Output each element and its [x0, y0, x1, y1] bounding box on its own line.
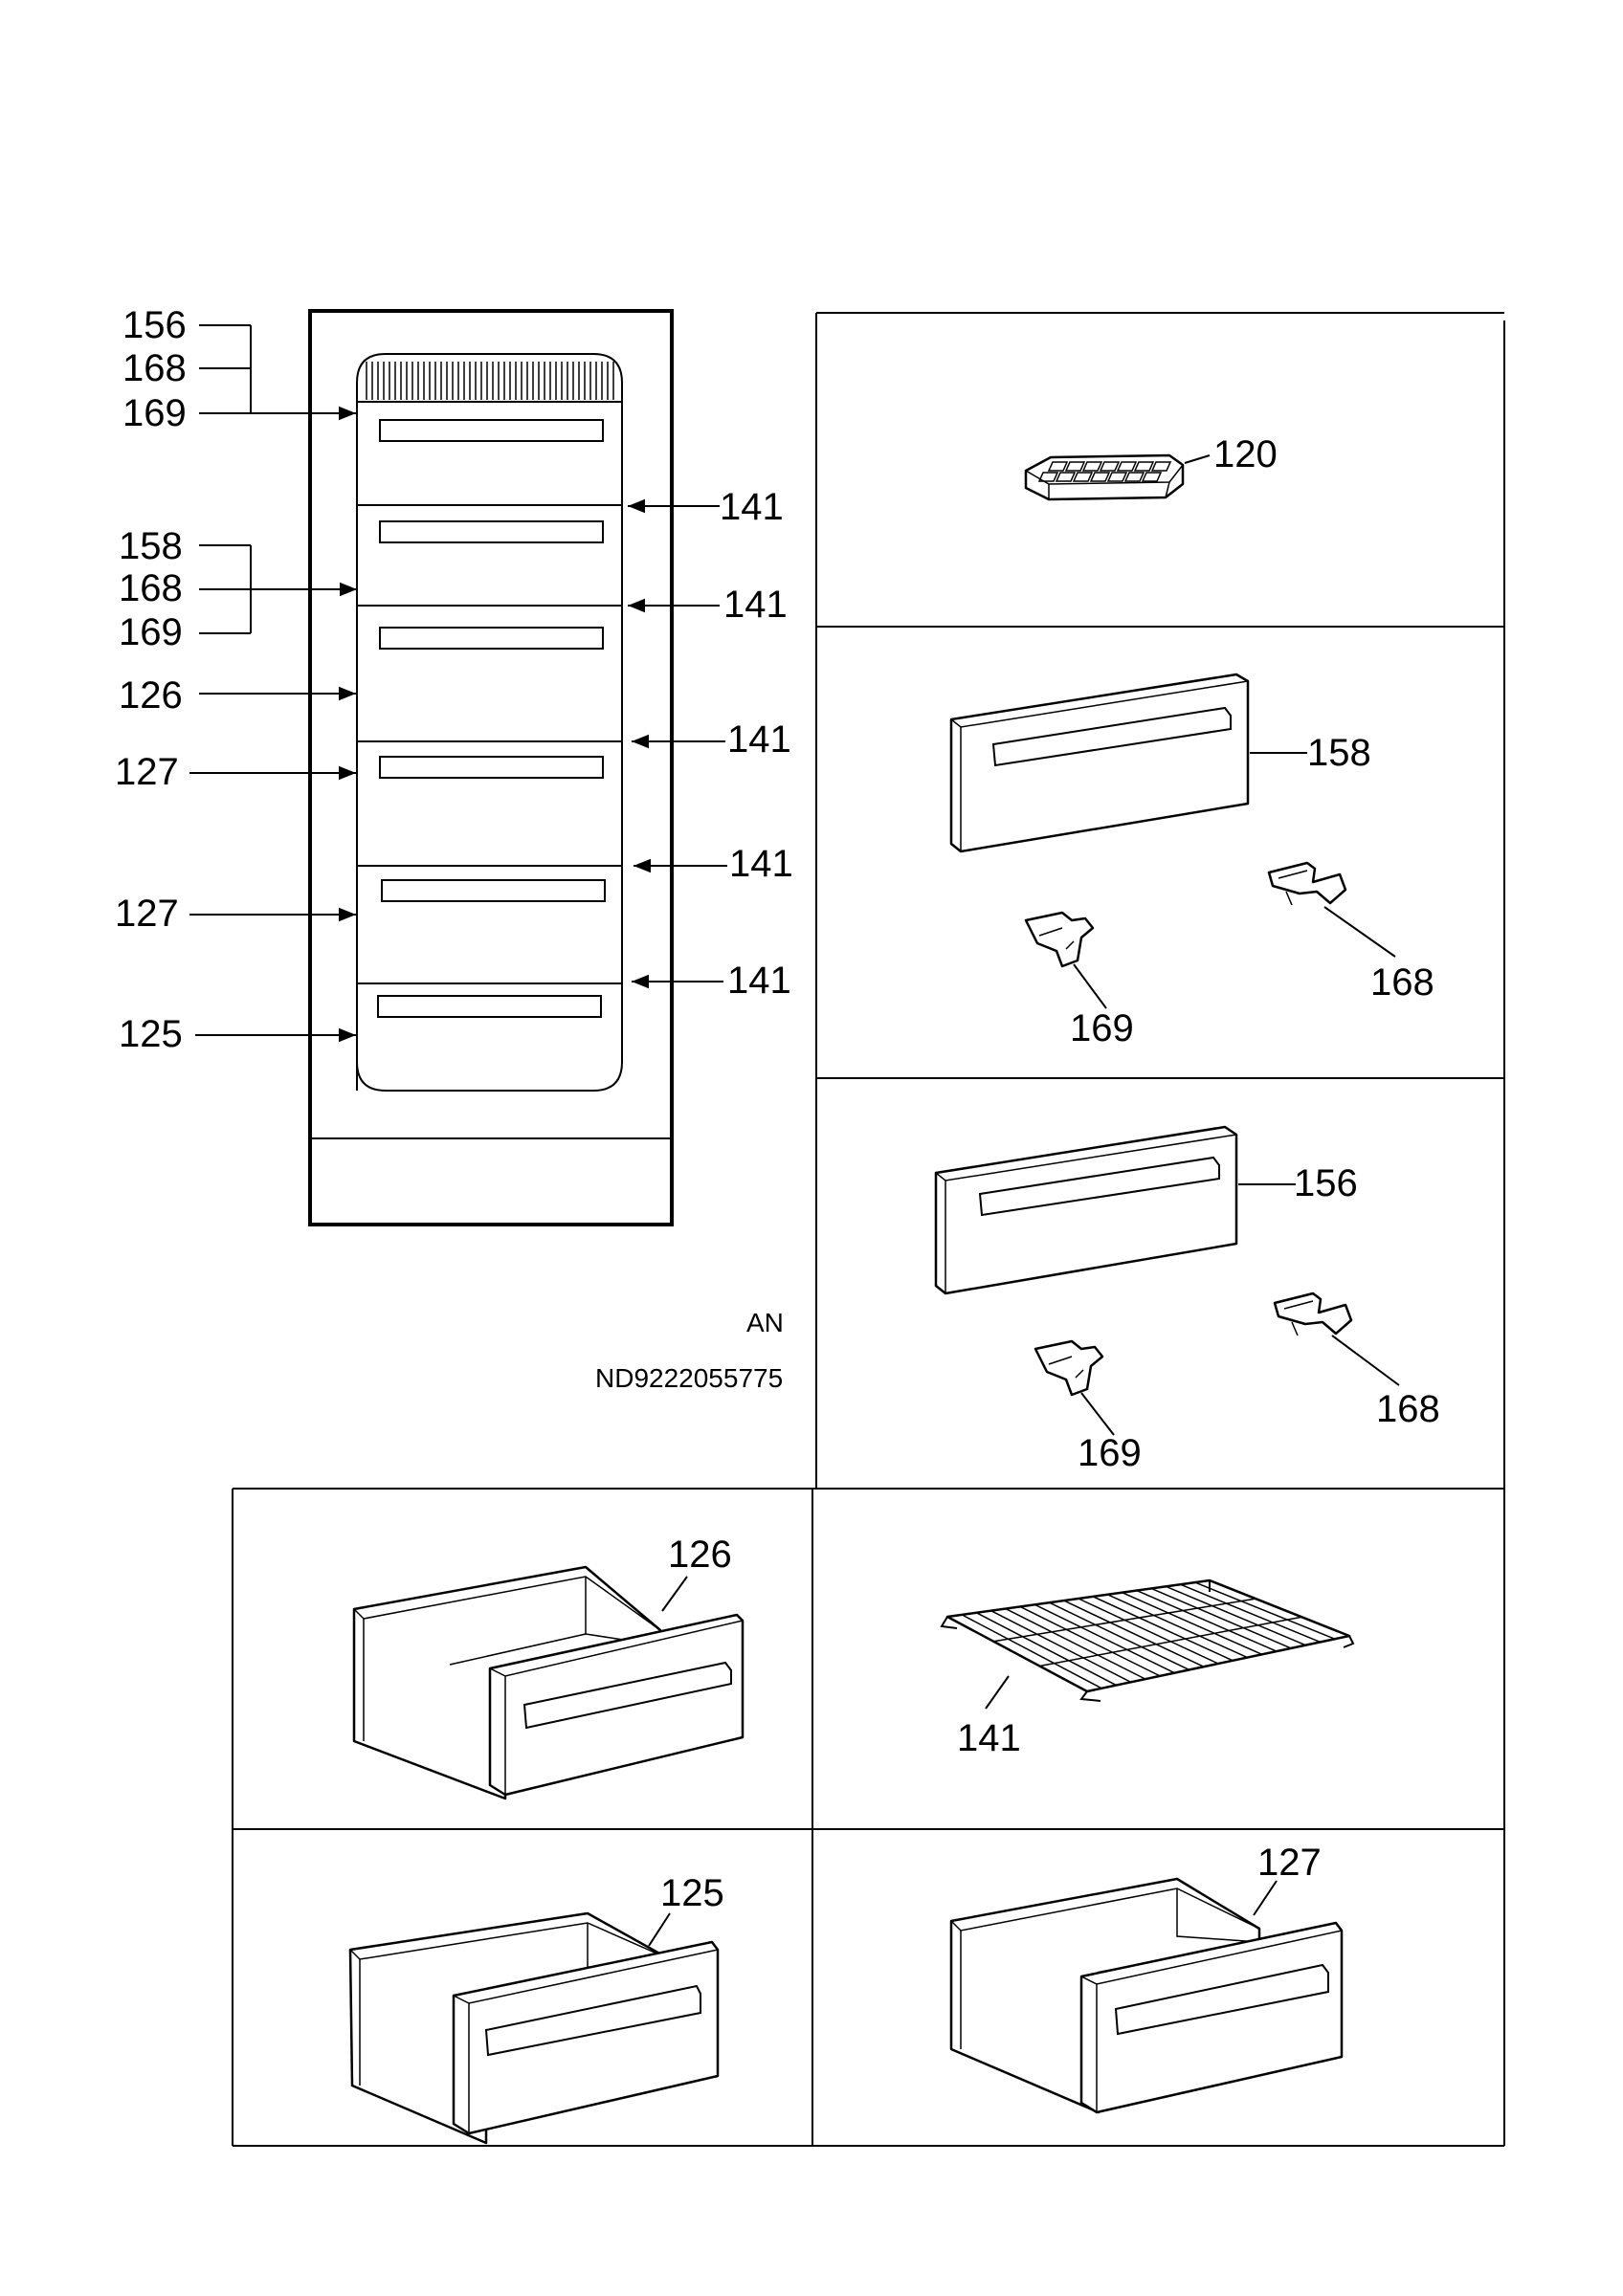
document-code: ND9222055775 — [595, 1363, 783, 1393]
shelf-callout-2: 141 — [723, 584, 788, 626]
language-code: AN — [746, 1308, 784, 1337]
callout-168-mid: 168 — [119, 567, 183, 609]
shelf-callout-5: 141 — [727, 960, 791, 1002]
shelf-callout-1: 141 — [720, 486, 784, 528]
callout-169-top: 169 — [122, 392, 187, 434]
flap-handle-156 — [379, 419, 604, 442]
callout-169-mid: 169 — [119, 611, 183, 653]
panel-shelf-141: 141 — [940, 1578, 1355, 1759]
flap-handle-158 — [379, 520, 604, 543]
shelf-callout-3: 141 — [727, 718, 791, 761]
label-168-b: 168 — [1376, 1388, 1440, 1430]
label-127: 127 — [1257, 1842, 1322, 1884]
callout-156: 156 — [122, 304, 187, 346]
shelf-callout-4: 141 — [729, 843, 793, 885]
drawer-handle-126 — [379, 627, 604, 650]
callout-158: 158 — [119, 525, 183, 567]
label-120: 120 — [1213, 433, 1278, 475]
panel-drawer-126: 126 — [352, 1534, 745, 1800]
hinge-168-b — [1273, 1292, 1353, 1336]
callout-127-b: 127 — [115, 893, 179, 935]
freezer-overview: 156 168 169 158 168 169 126 127 127 125 … — [115, 304, 793, 1226]
panel-frames — [232, 312, 1505, 2147]
drawer-handle-125 — [377, 995, 602, 1018]
drawer-handle-127a — [379, 756, 604, 779]
callout-125: 125 — [119, 1013, 183, 1055]
callout-126: 126 — [119, 674, 183, 717]
callout-group-158 — [199, 544, 357, 634]
label-168-a: 168 — [1370, 961, 1434, 1004]
label-141: 141 — [957, 1717, 1021, 1759]
label-156: 156 — [1294, 1162, 1358, 1204]
panel-drawer-127: 127 — [949, 1842, 1344, 2114]
hinge-169-a — [1024, 911, 1095, 968]
hinge-168-a — [1267, 861, 1347, 906]
evaporator-grille — [357, 362, 622, 403]
panel-drawer-125: 125 — [348, 1872, 724, 2145]
drawer-handle-127b — [381, 879, 606, 902]
label-169-b: 169 — [1078, 1432, 1142, 1474]
panel-flap-156: 156 168 169 AN ND9222055775 — [595, 1125, 1440, 1474]
panel-ice-tray: 120 — [1024, 433, 1278, 501]
callout-127-a: 127 — [115, 751, 179, 793]
label-126: 126 — [668, 1534, 732, 1576]
panel-flap-158: 158 168 169 — [949, 673, 1434, 1049]
callout-168-top: 168 — [122, 347, 187, 389]
label-169-a: 169 — [1070, 1007, 1134, 1049]
callout-group-156 — [199, 324, 356, 421]
label-125: 125 — [660, 1872, 724, 1914]
label-158: 158 — [1307, 732, 1371, 774]
hinge-169-b — [1034, 1339, 1104, 1397]
